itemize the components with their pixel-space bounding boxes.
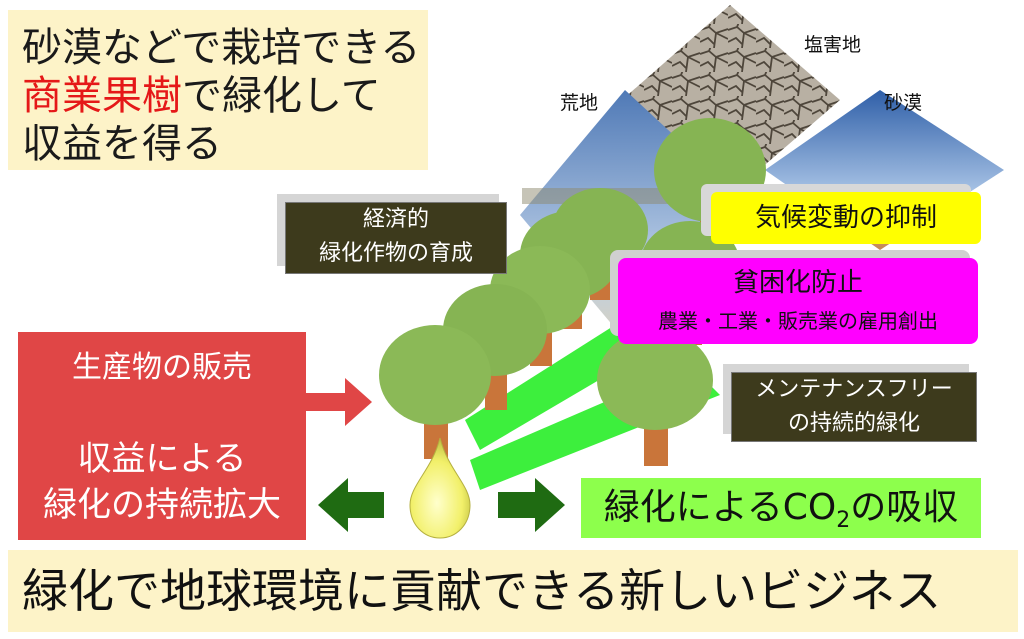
tree: [597, 330, 713, 466]
maintenance-line-2: の持続的緑化: [787, 411, 920, 436]
left-arrow: [318, 478, 384, 532]
oil-drop: [409, 437, 471, 539]
maintenance-box: メンテナンスフリー の持続的緑化: [731, 372, 977, 442]
label-saline-land: 塩害地: [804, 34, 862, 56]
label-desert: 砂漠: [884, 92, 923, 114]
title-line-1: 砂漠などで栽培できる: [22, 25, 421, 71]
co2-co: CO: [782, 487, 837, 528]
climate-box: 気候変動の抑制: [711, 192, 981, 244]
co2-prefix: 緑化による: [603, 487, 783, 528]
poverty-subtitle: 農業・工業・販売業の雇用創出: [658, 309, 938, 333]
poverty-box: 貧困化防止 農業・工業・販売業の雇用創出: [618, 258, 978, 344]
tree: [379, 325, 491, 459]
poverty-title: 貧困化防止: [732, 268, 863, 298]
economic-line-1: 経済的: [362, 207, 429, 232]
red-arrow: [306, 378, 372, 426]
title-line-2-rest: で緑化して: [182, 73, 381, 119]
maintenance-line-1: メンテナンスフリー: [755, 377, 953, 402]
revenue-line-1: 収益による: [77, 439, 247, 479]
title-line-2: 商業果樹で緑化して: [22, 72, 381, 120]
economic-crop-box: 経済的 緑化作物の育成: [285, 202, 507, 274]
title-box: 砂漠などで栽培できる 商業果樹で緑化して 収益を得る: [8, 10, 428, 170]
label-wasteland: 荒地: [560, 92, 599, 114]
co2-absorption-box: 緑化によるCO2の吸収: [581, 478, 981, 538]
footer-banner: 緑化で地球環境に貢献できる新しいビジネス: [8, 550, 1018, 632]
economic-line-2: 緑化作物の育成: [318, 241, 473, 266]
title-highlight: 商業果樹: [22, 73, 182, 119]
green-beam: [465, 325, 650, 450]
revenue-line-2: 緑化の持続拡大: [43, 485, 281, 525]
co2-suffix: の吸収: [850, 487, 959, 528]
revenue-box: 生産物の販売 収益による 緑化の持続拡大: [18, 332, 306, 540]
co2-subscript: 2: [836, 508, 851, 534]
title-line-3: 収益を得る: [22, 121, 222, 167]
right-arrow: [498, 478, 565, 532]
sales-text: 生産物の販売: [72, 350, 252, 385]
